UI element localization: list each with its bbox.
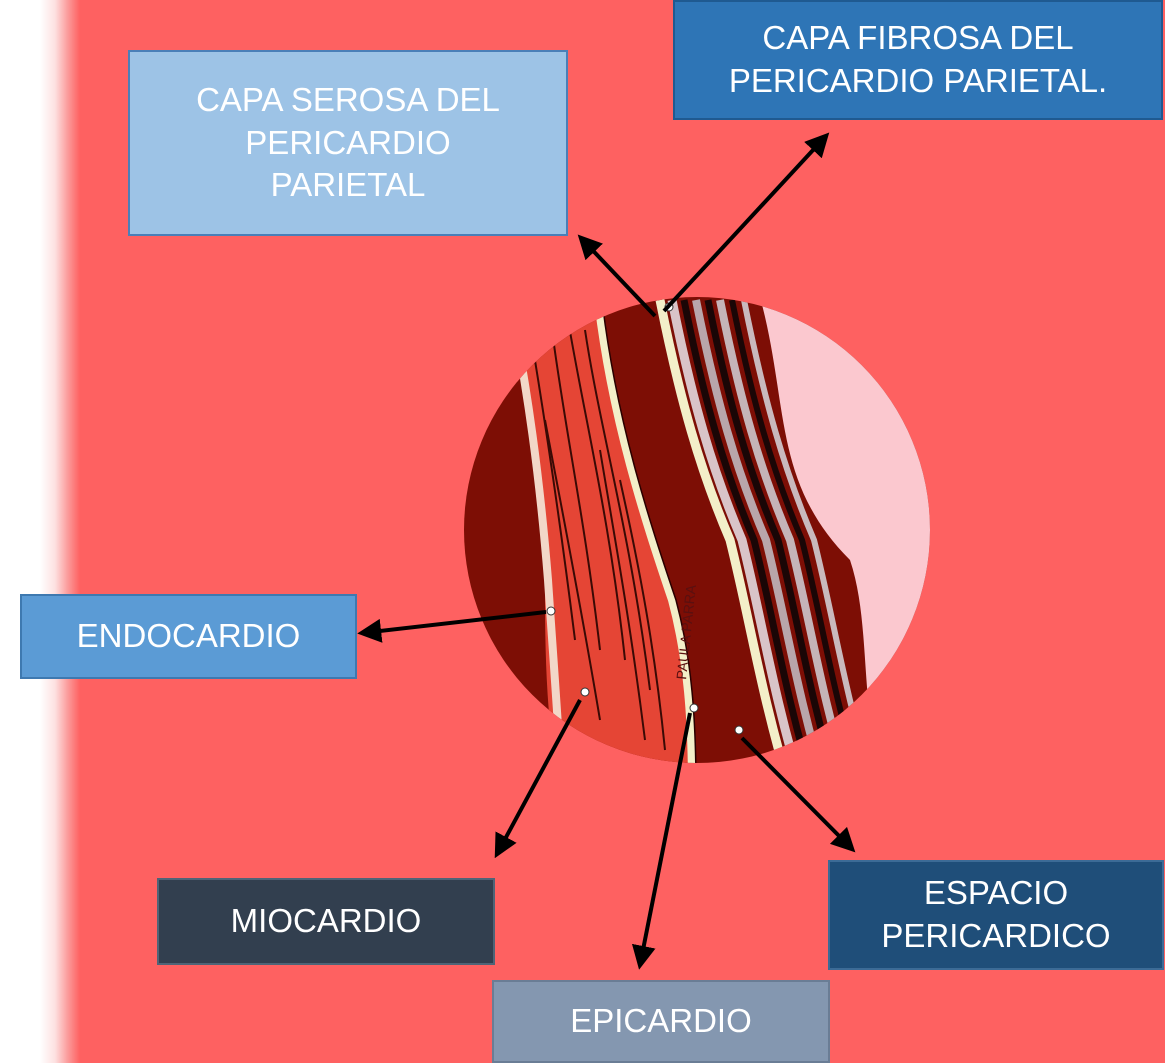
label-epicardio: EPICARDIO xyxy=(492,980,830,1063)
label-miocardio: MIOCARDIO xyxy=(157,878,495,965)
arrow-espacio xyxy=(740,736,856,853)
label-capa-serosa: CAPA SEROSA DEL PERICARDIO PARIETAL xyxy=(128,50,568,236)
arrows xyxy=(357,132,856,970)
label-endocardio: ENDOCARDIO xyxy=(20,594,357,679)
arrow-epicardio xyxy=(631,712,692,970)
arrow-fibrosa xyxy=(662,132,830,313)
arrow-serosa xyxy=(577,234,657,318)
label-espacio-pericardico: ESPACIO PERICARDICO xyxy=(828,860,1164,970)
arrow-miocardio xyxy=(494,699,582,859)
tissue-cross-section xyxy=(464,297,930,763)
arrow-endocardio xyxy=(357,610,547,643)
left-edge-fade xyxy=(0,0,80,1063)
label-capa-fibrosa: CAPA FIBROSA DEL PERICARDIO PARIETAL. xyxy=(673,0,1163,120)
muscle-fibers xyxy=(529,319,666,751)
